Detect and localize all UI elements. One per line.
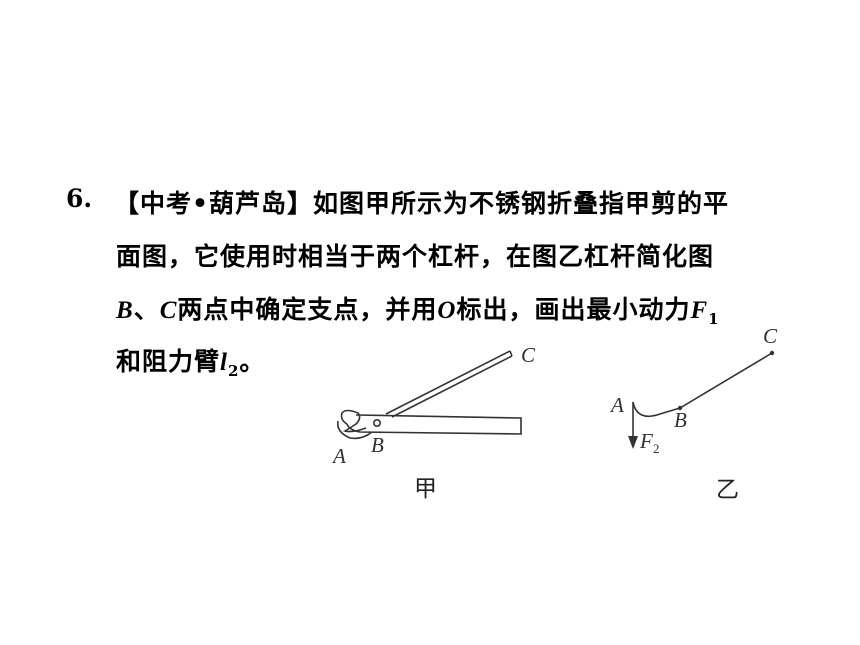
yi-label-c: C	[763, 324, 778, 348]
clipper-lower-handle	[346, 414, 522, 435]
yi-label-a: A	[609, 393, 624, 417]
arm-l-subscript: 2	[227, 362, 240, 380]
separator-text: 、	[133, 295, 160, 324]
question-number: 6.	[66, 184, 93, 213]
jia-label-a: A	[331, 444, 346, 468]
yi-force-subscript: 2	[653, 441, 660, 456]
line4-text-1: 和阻力臂	[116, 347, 221, 376]
yi-force-label: F	[639, 429, 653, 453]
clipper-upper-lever	[385, 350, 513, 418]
point-b-dot	[677, 405, 683, 411]
point-b-text: B	[116, 297, 134, 324]
clipper-pivot-hole	[372, 418, 381, 427]
question-line-1: 【中考•葫芦岛】如图甲所示为不锈钢折叠指甲剪的平	[114, 189, 729, 218]
point-c-dot	[769, 350, 775, 356]
force-f-text: F	[690, 297, 709, 324]
question-line-4: 和阻力臂l2。	[116, 342, 266, 380]
yi-label-b: B	[674, 408, 687, 432]
figure-jia	[336, 350, 522, 440]
clipper-jaw	[340, 409, 367, 433]
arm-l-text: l	[220, 349, 228, 376]
lever-line	[632, 352, 773, 418]
force-f-subscript: 1	[708, 310, 720, 328]
jia-label-c: C	[521, 343, 536, 367]
point-c-text: C	[159, 297, 178, 324]
force-f2-arrowhead	[628, 436, 638, 449]
point-o-text: O	[437, 297, 457, 324]
line3-text-1: 两点中确定支点，并用	[177, 295, 438, 324]
line4-period: 。	[239, 347, 266, 376]
yi-caption: 乙	[716, 477, 739, 503]
clipper-jaw-inner	[336, 420, 373, 440]
jia-label-b: B	[371, 433, 384, 457]
question-line-3: B、C两点中确定支点，并用O标出，画出最小动力F1	[116, 290, 720, 328]
line3-text-2: 标出，画出最小动力	[456, 295, 691, 324]
figure-yi	[632, 352, 773, 438]
question-line-2: 面图，它使用时相当于两个杠杆，在图乙杠杆简化图	[116, 242, 715, 271]
jia-caption: 甲	[414, 476, 437, 502]
